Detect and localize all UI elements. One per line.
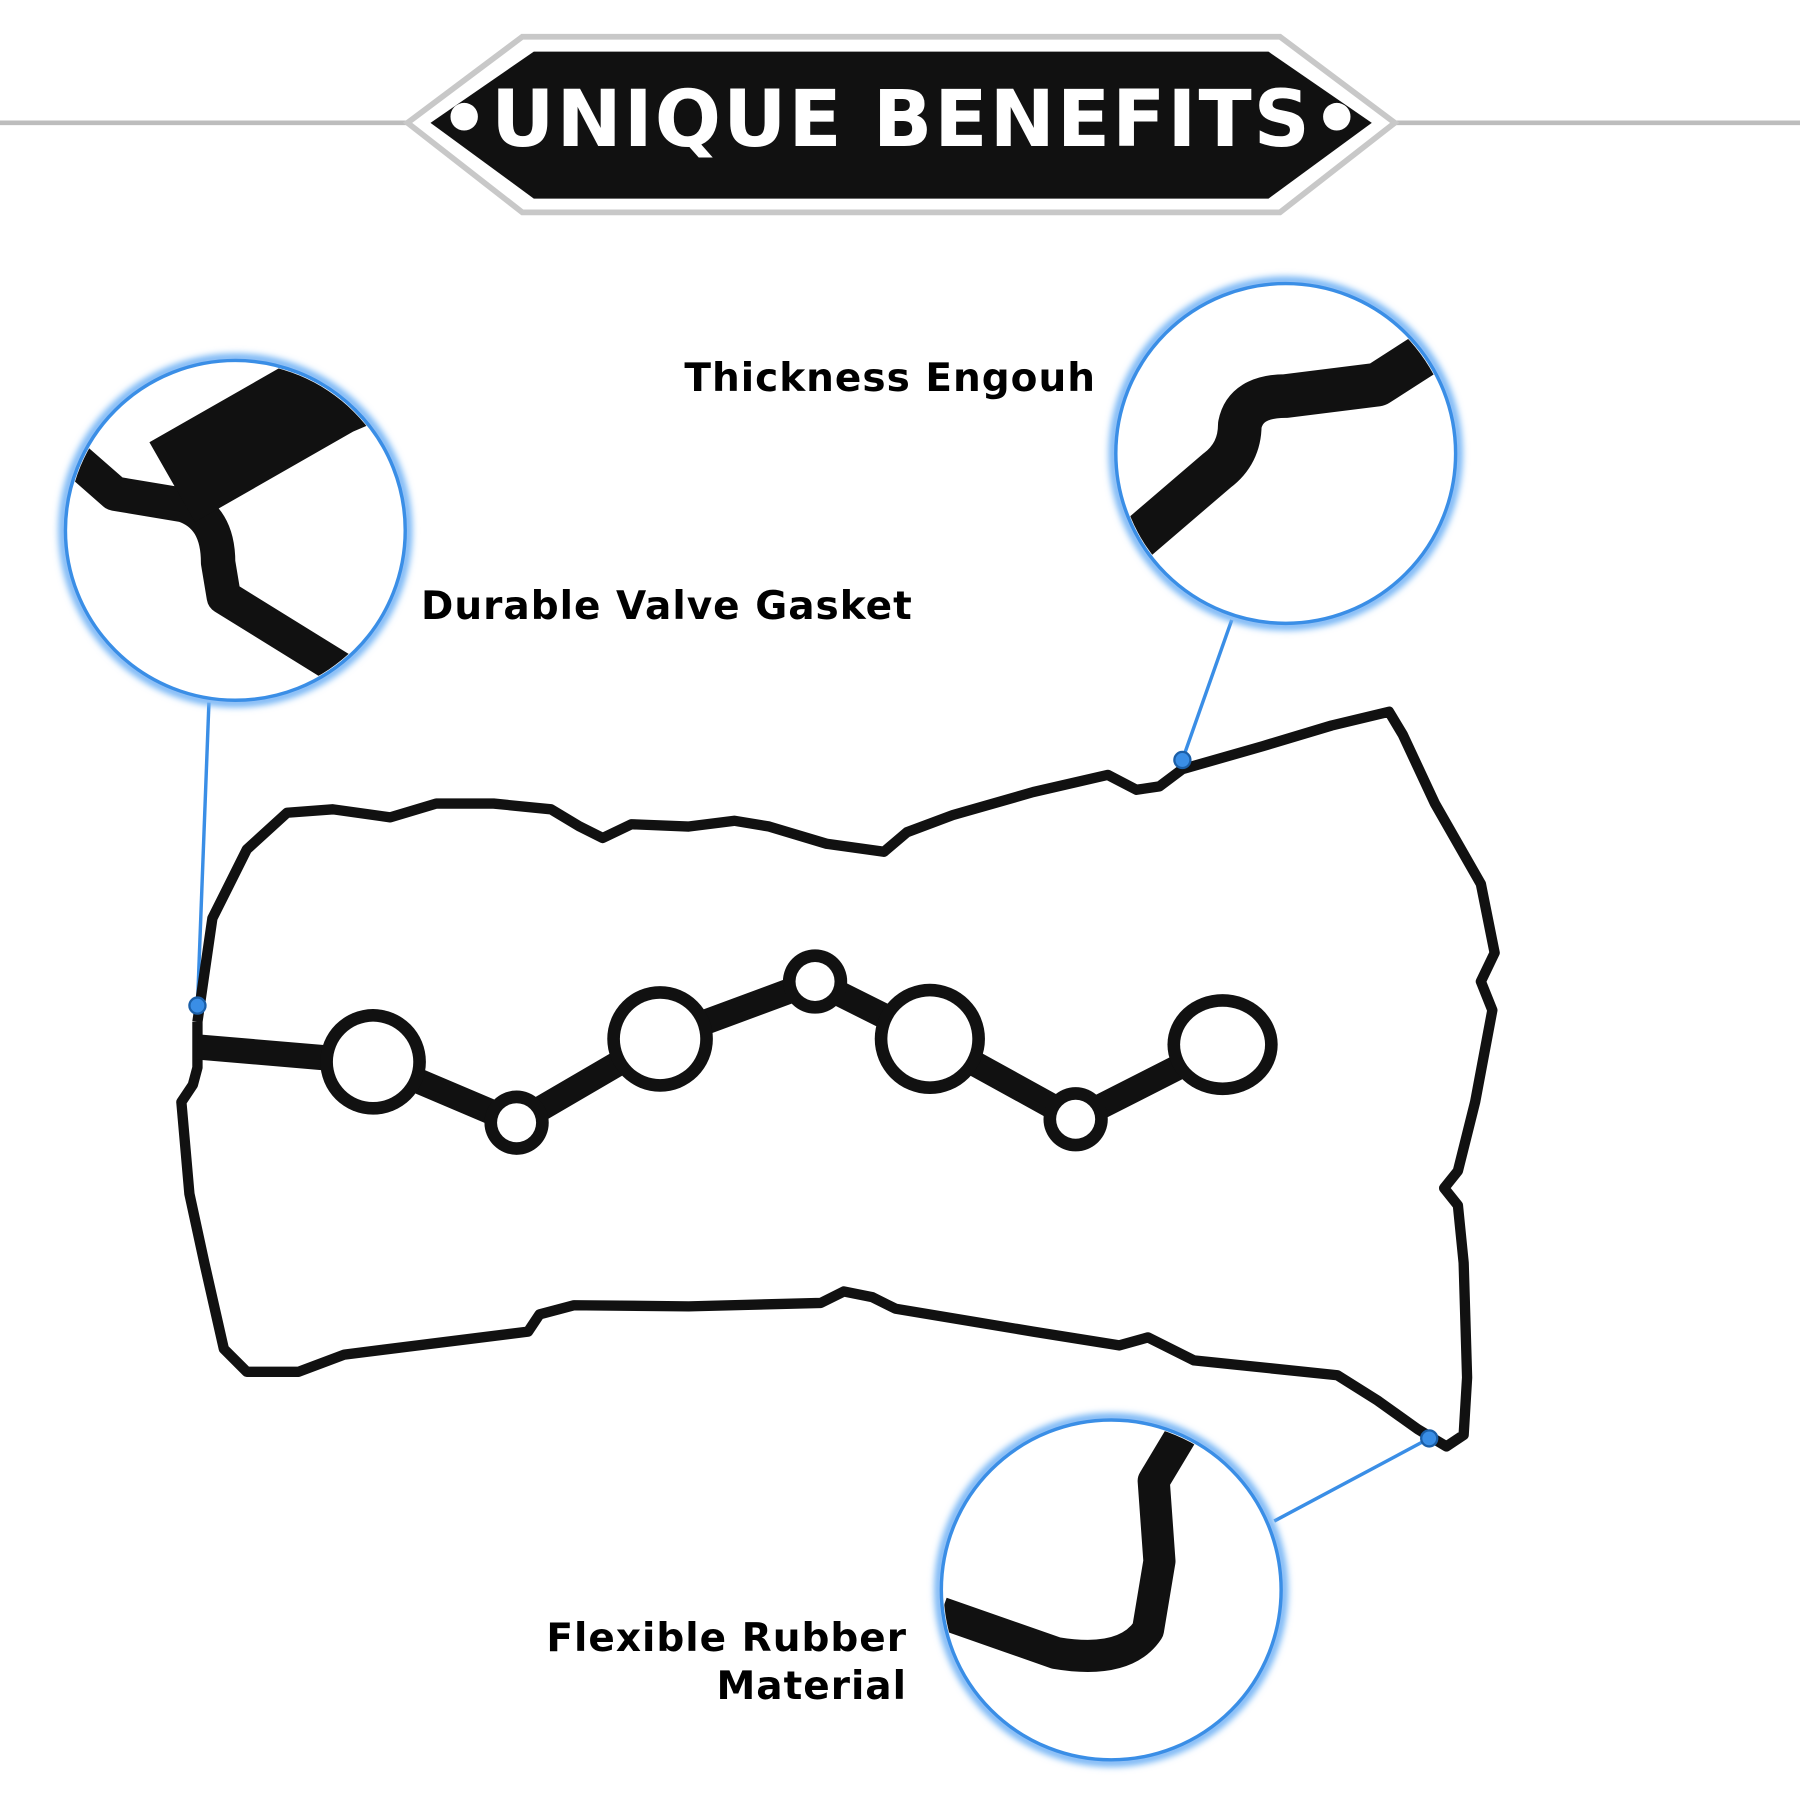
page-title: •UNIQUE BENEFITS• xyxy=(439,75,1364,165)
zoom-circle-thickness xyxy=(1108,276,1463,631)
gasket-spark-plug-rings xyxy=(196,949,1278,1155)
zoom-circle-flexible xyxy=(934,1413,1289,1767)
header-banner xyxy=(0,33,1800,216)
callout-flexible-label-1: Flexible Rubber xyxy=(546,1616,907,1661)
callout-dots xyxy=(188,750,1439,1448)
callout-durable-label: Durable Valve Gasket xyxy=(421,584,913,629)
callout-flexible-label-2: Material xyxy=(716,1664,907,1709)
zoom-circle-durable xyxy=(58,353,413,708)
gasket-outline xyxy=(176,706,1500,1452)
callout-connectors xyxy=(195,619,1431,1523)
callout-thickness-label: Thickness Engouh xyxy=(684,356,1096,401)
